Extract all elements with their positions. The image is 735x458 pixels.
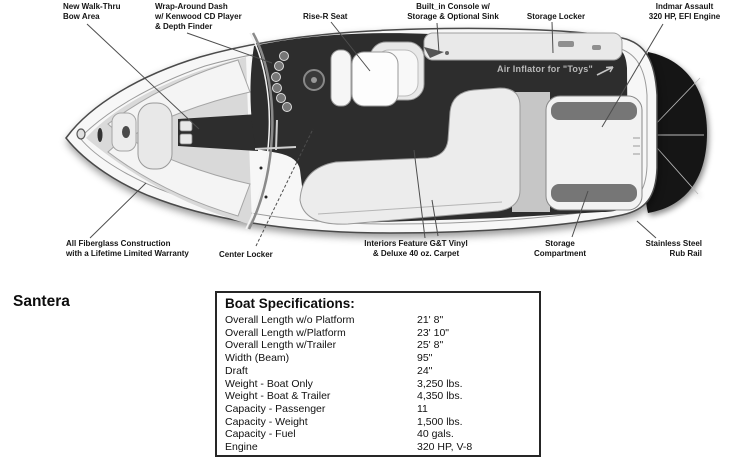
leader-storage-compartment (571, 190, 589, 238)
spec-row: Weight - Boat Only 3,250 lbs. (225, 377, 463, 390)
spec-row: Weight - Boat & Trailer 4,350 lbs. (225, 390, 463, 403)
bow-light (76, 128, 86, 140)
leader-built-in-console (436, 22, 440, 54)
callout-engine: Indmar Assault 320 HP, EFI Engine (648, 2, 721, 21)
spec-row: Overall Length w/Platform 23' 10" (225, 326, 450, 339)
leader-walk-thru-bow (86, 23, 200, 130)
leader-storage-locker (551, 21, 554, 54)
callout-center-locker: Center Locker (219, 250, 273, 259)
bow-seating-area (76, 57, 252, 225)
callout-wrap-around-dash: Wrap-Around Dash w/ Kenwood CD Player & … (155, 2, 242, 31)
callout-storage-locker: Storage Locker (526, 12, 586, 21)
spec-row: Width (Beam) 95" (225, 352, 433, 365)
leader-interiors-carpet (413, 149, 426, 239)
spec-row: Capacity - Fuel 40 gals. (225, 428, 454, 441)
swim-platform (641, 52, 707, 213)
leader-interiors-vinyl (431, 199, 439, 237)
spec-row: Capacity - Weight 1,500 lbs. (225, 415, 463, 428)
boat-specifications-table: Boat Specifications: Overall Length w/o … (215, 291, 541, 457)
leader-center-locker (255, 128, 314, 247)
callout-rise-r-seat: Rise-R Seat (303, 12, 348, 21)
spec-row: Draft 24" (225, 364, 433, 377)
boat-top-view-diagram (65, 21, 707, 247)
callout-storage-compartment: Storage Compartment (533, 239, 586, 258)
callout-built-in-console: Built_in Console w/ Storage & Optional S… (407, 2, 499, 21)
callout-fiberglass: All Fiberglass Construction with a Lifet… (66, 239, 189, 258)
center-locker-strip (178, 114, 258, 151)
spec-row: Overall Length w/Trailer 25' 8" (225, 339, 444, 352)
wraparound-bench (299, 87, 521, 225)
engine-hatch (545, 95, 643, 211)
leader-fiberglass (89, 182, 147, 239)
callout-interiors: Interiors Feature G&T Vinyl & Deluxe 40 … (364, 239, 468, 258)
storage-locker-strip (423, 32, 623, 61)
spec-row: Capacity - Passenger 11 (225, 402, 428, 415)
air-inflator-label: Air Inflator for "Toys" (497, 64, 593, 74)
helm-dash (271, 51, 325, 112)
spec-row: Engine 320 HP, V-8 (225, 441, 473, 454)
leader-wrap-around-dash (186, 32, 273, 64)
leader-lines (86, 21, 664, 247)
air-inflator-arrow-icon (596, 66, 614, 76)
rise-r-seat (330, 49, 399, 107)
callout-walk-thru-bow: New Walk-Thru Bow Area (63, 2, 121, 21)
leader-engine (601, 23, 664, 128)
leader-rub-rail (636, 220, 657, 239)
specs-title: Boat Specifications: (225, 296, 355, 311)
spec-row: Overall Length w/o Platform 21' 8" (225, 314, 444, 326)
callout-rub-rail: Stainless Steel Rub Rail (645, 239, 702, 258)
model-name: Santera (13, 293, 70, 310)
leader-rise-r-seat (330, 21, 371, 72)
